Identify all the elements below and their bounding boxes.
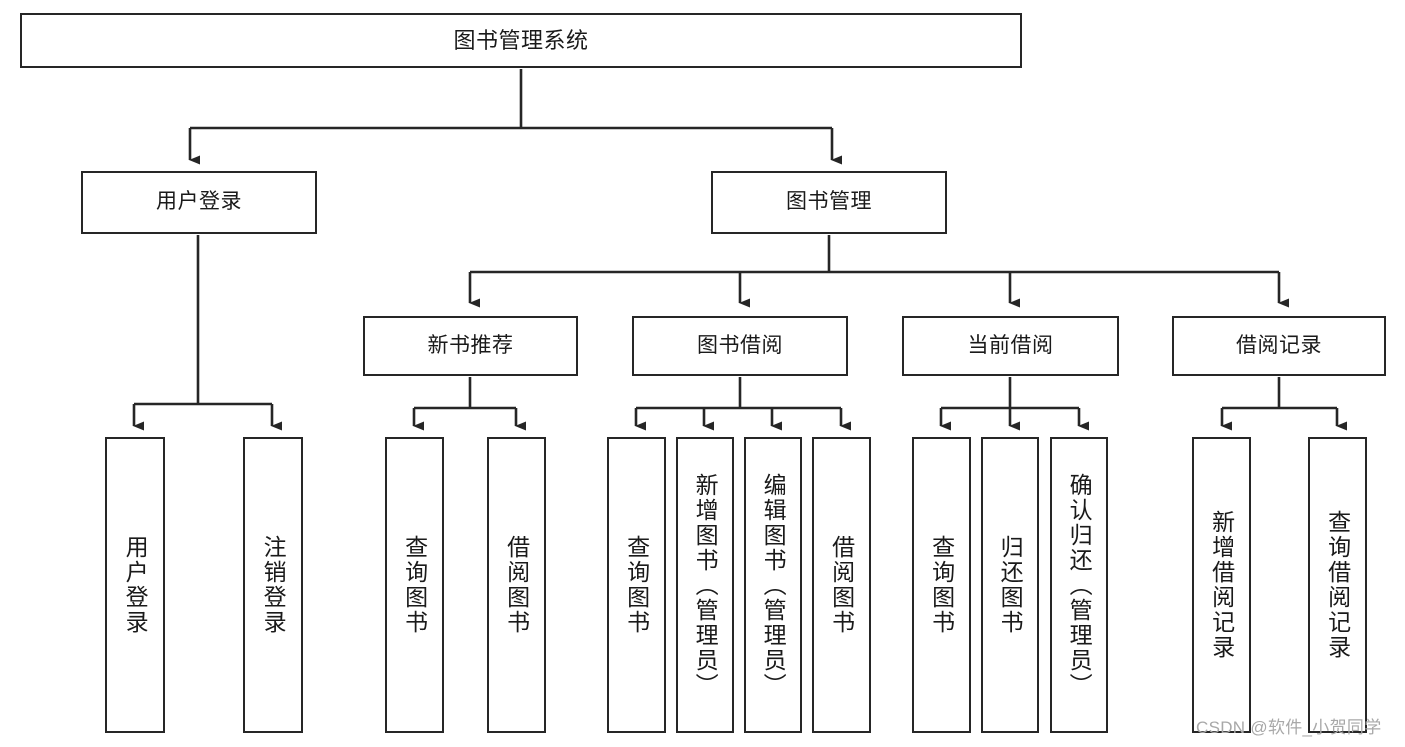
leaf-borrow-edit-book[interactable]: 编辑图书（管理员） xyxy=(744,437,802,733)
node-label: 借阅记录 xyxy=(1236,333,1322,357)
node-label: 新书推荐 xyxy=(427,333,514,357)
node-label: 借阅图书 xyxy=(503,535,530,635)
node-user-login[interactable]: 用户登录 xyxy=(81,171,317,234)
node-label: 归还图书 xyxy=(997,535,1024,635)
node-label: 注销登录 xyxy=(260,535,287,635)
leaf-borrow-query-book[interactable]: 查询图书 xyxy=(607,437,666,733)
node-label: 编辑图书（管理员） xyxy=(760,472,787,698)
node-label: 图书管理系统 xyxy=(453,27,589,53)
node-label: 查询图书 xyxy=(623,535,650,635)
watermark: CSDN @软件_小贺同学 xyxy=(1196,718,1382,737)
node-new-book-recommend[interactable]: 新书推荐 xyxy=(363,316,578,376)
node-label: 用户登录 xyxy=(156,190,242,214)
node-label: 查询图书 xyxy=(928,535,955,635)
node-label: 借阅图书 xyxy=(828,535,855,635)
leaf-new-book-borrow[interactable]: 借阅图书 xyxy=(487,437,546,733)
node-book-borrow[interactable]: 图书借阅 xyxy=(632,316,848,376)
leaf-borrow-add-book[interactable]: 新增图书（管理员） xyxy=(676,437,734,733)
node-label: 查询图书 xyxy=(401,535,428,635)
node-current-borrow[interactable]: 当前借阅 xyxy=(902,316,1119,376)
node-label: 当前借阅 xyxy=(967,333,1054,357)
node-label: 图书管理 xyxy=(786,190,872,214)
leaf-current-query-book[interactable]: 查询图书 xyxy=(912,437,971,733)
node-label: 确认归还（管理员） xyxy=(1066,472,1093,698)
leaf-borrow-borrow-book[interactable]: 借阅图书 xyxy=(812,437,871,733)
node-book-management[interactable]: 图书管理 xyxy=(711,171,947,234)
node-label: 用户登录 xyxy=(122,535,149,635)
leaf-record-query[interactable]: 查询借阅记录 xyxy=(1308,437,1367,733)
node-label: 新增借阅记录 xyxy=(1208,510,1235,660)
node-label: 图书借阅 xyxy=(697,333,783,357)
leaf-current-confirm-return[interactable]: 确认归还（管理员） xyxy=(1050,437,1108,733)
leaf-user-login-login[interactable]: 用户登录 xyxy=(105,437,165,733)
leaf-user-login-logout[interactable]: 注销登录 xyxy=(243,437,303,733)
node-root-system[interactable]: 图书管理系统 xyxy=(20,13,1022,68)
leaf-record-add[interactable]: 新增借阅记录 xyxy=(1192,437,1251,733)
leaf-current-return-book[interactable]: 归还图书 xyxy=(981,437,1039,733)
node-label: 新增图书（管理员） xyxy=(692,472,719,698)
node-label: 查询借阅记录 xyxy=(1324,510,1351,660)
leaf-new-book-query[interactable]: 查询图书 xyxy=(385,437,444,733)
node-borrow-record[interactable]: 借阅记录 xyxy=(1172,316,1386,376)
